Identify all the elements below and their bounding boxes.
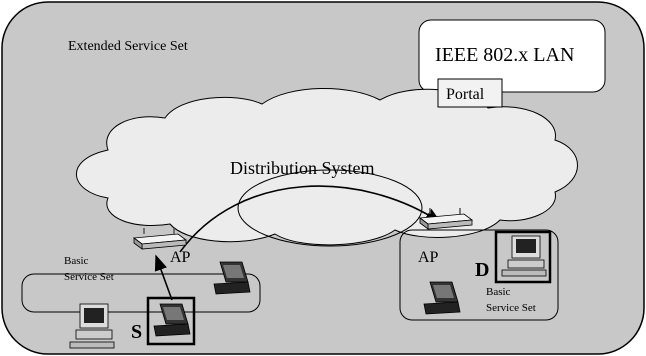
bss-left-label-line2: Service Set [64,271,114,283]
desktop-computer-icon [501,235,547,277]
access-point-icon [418,208,474,230]
bss-right-label-line1: Basic [486,286,511,298]
portal-box [437,78,503,108]
destination-station-box [494,230,552,284]
distribution-ellipse [237,169,423,247]
laptop-icon [423,281,461,315]
access-point-icon [132,228,188,250]
laptop-icon [213,261,251,295]
distribution-system-cloud [75,88,578,246]
distribution-system-label: Distribution System [230,158,375,178]
bss-right-boundary [399,229,559,321]
ds-transfer-curve [179,185,442,253]
source-station-box [146,296,196,346]
ap-left-label: AP [170,249,191,266]
bss-left-label-line1: Basic [64,255,89,267]
source-label: S [131,321,142,343]
desktop-computer-icon [69,303,115,349]
laptop-icon [153,303,191,337]
lan-box [418,19,606,93]
portal-label: Portal [446,86,485,103]
dest-label: D [475,259,489,281]
uplink-arrow [154,254,173,301]
ess-label: Extended Service Set [68,39,188,54]
bss-right-label-line2: Service Set [486,302,536,314]
ap-right-label: AP [418,249,439,266]
lan-label: IEEE 802.x LAN [435,44,574,66]
bss-left-boundary [21,273,261,313]
